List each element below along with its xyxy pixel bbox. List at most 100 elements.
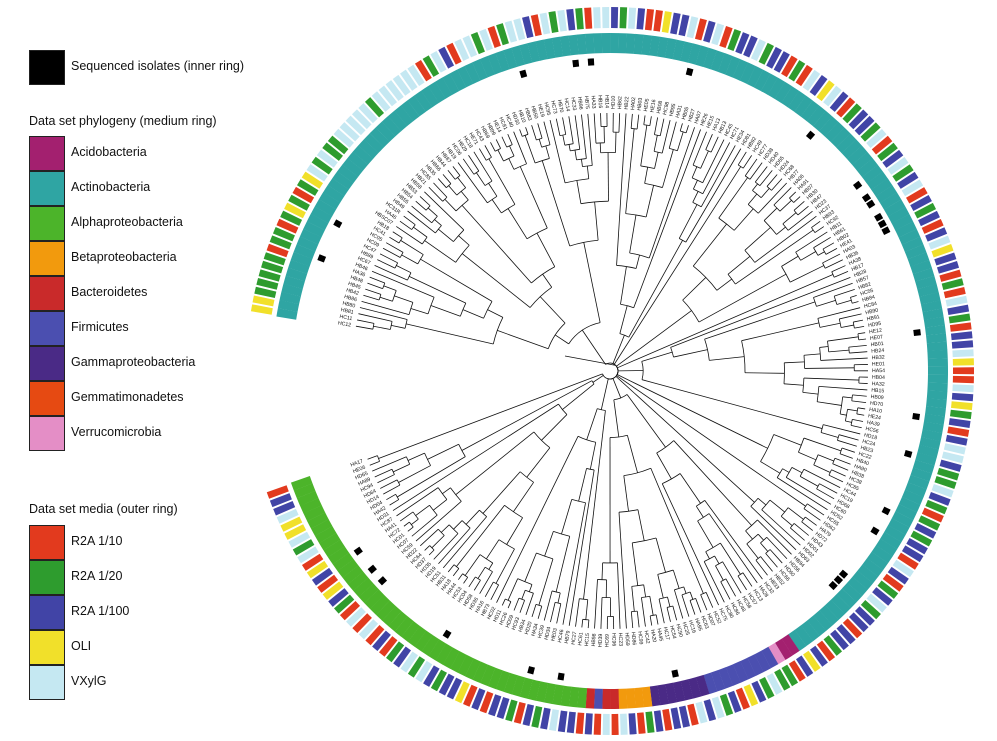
branch: [465, 509, 480, 525]
media-ring-cell: [327, 135, 349, 155]
branch: [461, 253, 531, 308]
branch: [834, 457, 851, 465]
phylum-ring-cell: [576, 33, 587, 55]
media-ring-cell: [931, 243, 954, 258]
tip-label: HB08: [656, 100, 664, 114]
branch: [776, 226, 786, 235]
branch: [623, 475, 629, 512]
media-ring-cell: [823, 635, 843, 656]
phylum-ring-cell: [905, 482, 927, 498]
branch: [420, 258, 493, 302]
branch: [630, 611, 634, 629]
tip-label: HE71: [467, 132, 479, 146]
branch: [357, 319, 375, 324]
phylum-ring-cell: [290, 475, 313, 491]
phylum-ring-cell: [358, 583, 379, 604]
branch: [839, 313, 862, 320]
branch: [817, 251, 825, 256]
tip-label: HB69: [479, 125, 490, 139]
phylum-ring-cell: [702, 47, 717, 70]
branch: [385, 242, 404, 253]
tip-label: HA03: [842, 244, 856, 255]
branch: [369, 460, 380, 466]
media-ring-cell: [855, 606, 875, 626]
tip-label: HB45: [347, 281, 361, 291]
phylum-ring-cell: [912, 267, 935, 282]
phylum-ring-cell: [901, 489, 924, 505]
media-ring-cell: [454, 681, 470, 704]
media-ring-cell: [386, 641, 405, 663]
media-ring-cell: [758, 42, 774, 65]
branch: [773, 434, 802, 446]
branch: [373, 325, 391, 330]
media-ring-cell: [695, 701, 708, 724]
tip-label: HE24: [868, 413, 882, 421]
branch-arc: [456, 187, 466, 196]
phylum-ring-cell: [552, 684, 564, 706]
branch: [757, 182, 787, 214]
phylum-ring-cell: [296, 236, 319, 252]
branch: [497, 149, 504, 162]
sequenced-isolate-mark: [557, 672, 565, 681]
media-ring-cell: [346, 607, 366, 627]
phylum-ring-cell: [871, 545, 893, 564]
phylum-ring-cell: [503, 47, 518, 70]
branch-arc: [492, 317, 504, 345]
branch: [704, 301, 816, 340]
tip-label: HB61: [833, 226, 847, 238]
phylum-ring-cell: [310, 206, 333, 224]
branch: [640, 125, 648, 166]
media-ring-cell: [743, 684, 759, 707]
phylum-ring-cell: [852, 151, 873, 171]
phylum-ring-cell: [293, 483, 316, 499]
branch-arc: [760, 536, 767, 544]
phylum-ring-cell: [601, 32, 611, 54]
tip-label: HC46: [557, 629, 565, 643]
phylum-ring-cell: [710, 50, 725, 72]
legend-item-phylum: Alphaproteobacteria: [29, 206, 249, 242]
branch-arc: [518, 597, 525, 601]
branch: [803, 353, 821, 356]
branch: [442, 487, 451, 494]
media-ring-cell: [316, 149, 338, 168]
branch-arc: [700, 591, 707, 596]
branch: [521, 590, 526, 600]
branch-arc: [811, 227, 816, 233]
branch: [473, 151, 493, 182]
tip-label: HC44: [842, 487, 857, 498]
tip-label: HC73: [549, 100, 558, 114]
phylum-ring-cell: [819, 605, 839, 626]
media-ring-cell: [918, 515, 941, 531]
branch-arc: [591, 380, 595, 385]
branch: [831, 265, 846, 273]
phylum-ring-cell: [568, 686, 580, 708]
branch: [752, 183, 758, 191]
branch: [615, 376, 755, 503]
branch-arc: [558, 403, 568, 415]
phylum-ring-cell: [543, 38, 556, 60]
branch: [852, 394, 867, 397]
branch: [630, 113, 633, 129]
phylum-ring-cell: [904, 244, 927, 260]
branch: [747, 193, 758, 205]
branch: [415, 504, 430, 516]
branch: [720, 581, 731, 600]
phylum-ring-cell: [472, 59, 488, 81]
branch: [693, 180, 698, 190]
legend-label: Sequenced isolates (inner ring): [71, 59, 245, 73]
tip-label: HD70: [870, 400, 884, 408]
branch: [592, 375, 604, 383]
branch: [817, 454, 834, 462]
tip-label: HD09: [505, 614, 516, 629]
tip-label: HE07: [870, 334, 884, 342]
legend-swatch: [29, 171, 65, 206]
branch-arc: [654, 150, 663, 154]
media-ring-cell: [952, 367, 975, 375]
branch-arc: [421, 236, 428, 245]
media-ring-cell: [949, 409, 972, 420]
branch-arc: [424, 452, 431, 466]
branch: [742, 572, 753, 587]
branch: [661, 483, 719, 606]
branch-arc: [391, 469, 395, 475]
branch: [586, 408, 598, 440]
